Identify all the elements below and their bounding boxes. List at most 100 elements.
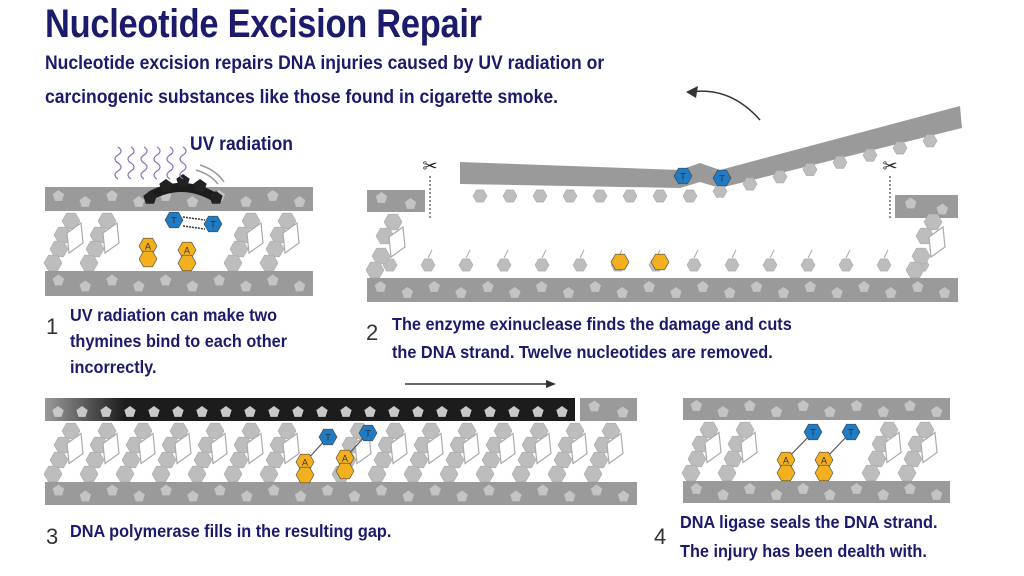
- curved-arrow-head: [686, 86, 698, 98]
- step-4-number: 4: [654, 524, 667, 549]
- sugar-icon: [404, 198, 417, 209]
- sugar-icon: [412, 406, 424, 417]
- uv-radiation-label: UV radiation: [190, 134, 293, 155]
- nucleotide-base-icon: [534, 258, 550, 272]
- sugar-icon: [850, 400, 863, 411]
- sugar-icon: [293, 196, 306, 207]
- sugar-icon: [532, 406, 544, 417]
- nucleotide-base-icon: [841, 423, 861, 441]
- base-pair-rung: [102, 221, 120, 255]
- step-4-line: The injury has been dealth with.: [680, 541, 927, 561]
- sugar-icon: [172, 406, 184, 417]
- sugar-icon: [375, 192, 388, 203]
- nucleotide-base-icon: [229, 451, 249, 469]
- base-stub: [807, 249, 813, 259]
- step-1-number: 1: [46, 314, 59, 339]
- nucleotide-base-icon: [803, 423, 823, 441]
- sugar-icon: [159, 274, 172, 286]
- nucleotide-base-icon: [373, 451, 393, 469]
- nucleotide-base-icon: [772, 170, 788, 184]
- uv-wave-icon: [114, 146, 122, 180]
- base-letter: T: [324, 434, 331, 444]
- sugar-icon: [133, 280, 145, 292]
- nucleotide-base-icon: [802, 163, 818, 176]
- nucleotide-base-icon: [496, 258, 512, 272]
- dimer-bond: [182, 216, 206, 221]
- sugar-icon: [824, 406, 836, 417]
- sugar-icon: [697, 281, 709, 292]
- nucleotide-base-icon: [687, 450, 707, 468]
- subtitle-line-1: Nucleotide excision repairs DNA injuries…: [45, 52, 605, 74]
- sugar-icon: [904, 400, 916, 411]
- nucleotide-base-icon: [358, 424, 378, 442]
- sugar-icon: [241, 490, 253, 502]
- base-pair-rung: [740, 431, 758, 464]
- sugar-icon: [877, 489, 889, 500]
- nucleotide-base-icon: [420, 258, 436, 272]
- nucleotide-base-icon: [572, 258, 588, 272]
- sugar-icon: [52, 484, 65, 496]
- sugar-icon: [133, 196, 145, 207]
- nucleotide-base-icon: [610, 253, 630, 271]
- nucleotide-base-icon: [223, 465, 243, 483]
- scissors-icon: ✂: [882, 156, 897, 176]
- base-stub: [503, 249, 509, 259]
- sugar-icon: [850, 483, 863, 494]
- sugar-icon: [750, 281, 763, 292]
- right-arrow-head: [546, 380, 556, 388]
- base-pair-rung: [138, 432, 156, 465]
- base-pair-rung: [426, 432, 444, 465]
- sugar-icon: [617, 490, 630, 502]
- nucleotide-base-icon: [79, 254, 99, 272]
- sugar-icon: [428, 281, 440, 292]
- sugar-icon: [106, 274, 118, 286]
- sugar-icon: [375, 484, 388, 496]
- sugar-icon: [537, 484, 549, 496]
- base-letter: T: [679, 173, 686, 183]
- step-1-line: thymines bind to each other: [70, 331, 288, 351]
- sugar-icon: [52, 274, 65, 286]
- nucleotide-base-icon: [403, 465, 423, 483]
- sugar-icon: [804, 281, 816, 292]
- sugar-icon: [456, 490, 468, 502]
- sugar-icon: [124, 406, 136, 417]
- nucleotide-base-icon: [897, 464, 917, 482]
- sugar-icon: [936, 203, 948, 215]
- sugar-icon: [904, 483, 916, 494]
- base-pair-rung: [570, 432, 588, 465]
- base-letter: T: [170, 217, 177, 227]
- sugar-icon: [744, 483, 756, 494]
- sugar-icon: [482, 281, 494, 292]
- curved-arrow-icon: [689, 90, 761, 121]
- step-1-line: incorrectly.: [70, 357, 157, 377]
- nucleotide-base-icon: [365, 261, 385, 279]
- sugar-icon: [209, 191, 223, 204]
- sugar-icon: [717, 489, 729, 500]
- sugar-icon: [340, 406, 352, 417]
- uv-wave-icon: [179, 146, 187, 180]
- nucleotide-base-icon: [838, 258, 854, 272]
- nucleotide-base-icon: [911, 247, 931, 265]
- sugar-icon: [770, 406, 783, 417]
- uv-wave-icon: [140, 146, 148, 180]
- sugar-icon: [905, 197, 917, 209]
- step-3-number: 3: [46, 524, 59, 549]
- nucleotide-base-icon: [265, 451, 285, 469]
- nucleotide-base-icon: [547, 465, 567, 483]
- nucleotide-base-icon: [138, 250, 158, 268]
- sugar-icon: [885, 287, 897, 298]
- subtitle-line-2: carcinogenic substances like those found…: [45, 86, 559, 108]
- sugar-icon: [509, 287, 521, 298]
- sugar-icon: [176, 174, 190, 187]
- sugar-icon: [106, 484, 118, 496]
- dna-backbone-strand: [580, 398, 637, 421]
- nucleotide-base-icon: [622, 189, 638, 203]
- scissors-icon: ✂: [422, 156, 437, 176]
- sugar-icon: [364, 406, 376, 417]
- base-pair-rung: [704, 431, 722, 464]
- sugar-icon: [589, 281, 601, 292]
- base-pair-rung: [390, 432, 408, 465]
- nucleotide-base-icon: [592, 189, 608, 203]
- sugar-icon: [244, 406, 256, 417]
